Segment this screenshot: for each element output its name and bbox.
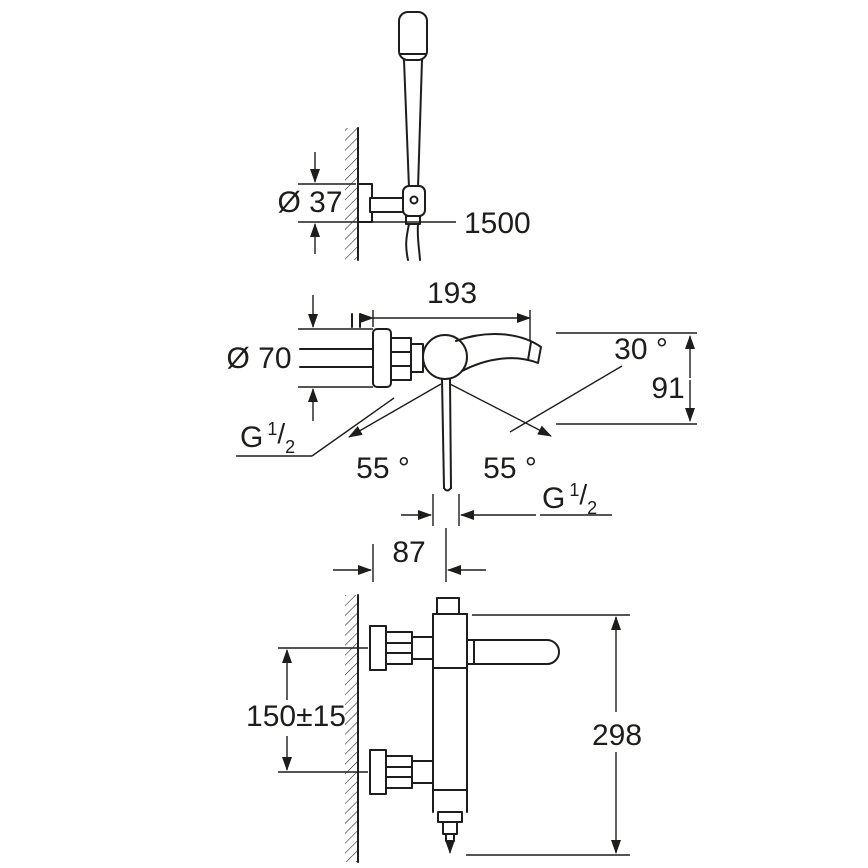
escutcheon-top	[369, 625, 387, 671]
dim-label-connection-spacing: 150±15	[246, 700, 346, 733]
inlet-step-top	[411, 636, 434, 660]
dim-label-spout-angle: 30 °	[614, 333, 668, 366]
angle-reference-line	[509, 365, 623, 433]
dim-connection-spacing: 150±15	[246, 647, 368, 773]
dim-rosette-diameter: Ø 70	[226, 295, 373, 421]
dim-label-swing-left: 55 °	[356, 452, 410, 485]
escutcheon	[372, 328, 392, 388]
outlet-flange	[437, 811, 463, 823]
dim-label-spout-projection: 193	[427, 277, 477, 310]
dim-label-rosette-diameter: Ø 70	[226, 342, 291, 375]
dim-spout-height: 91	[556, 332, 697, 425]
holder-clamp	[402, 185, 426, 217]
outlet-connector	[442, 821, 458, 835]
leader-line	[311, 397, 395, 457]
dim-spout-projection: 193	[360, 277, 531, 340]
swing-line-left	[348, 383, 442, 438]
shower-handle-right	[417, 59, 423, 189]
handle-end-cap	[443, 487, 452, 492]
dim-swing-angles: 55 ° 55 °	[356, 452, 537, 485]
handle-right-line	[449, 378, 452, 489]
union-nut-bottom	[385, 755, 413, 789]
dim-label-swing-right: 55 °	[483, 452, 537, 485]
swing-line-right	[449, 383, 552, 437]
shower-handle-left	[403, 59, 410, 189]
dim-label-holder-diameter: Ø 37	[277, 186, 342, 219]
dim-handle-offset: 87	[333, 528, 486, 582]
dim-hose-length: 1500	[464, 207, 531, 240]
hose-right	[416, 223, 421, 261]
inlet-step-bottom	[411, 760, 434, 784]
dim-label-total-height: 298	[592, 719, 642, 752]
hose-nut	[405, 215, 421, 225]
dim-label-spout-height: 91	[651, 372, 684, 405]
handle-left-line	[441, 378, 445, 489]
holder-arm	[369, 197, 407, 213]
hose-left	[405, 223, 410, 261]
dim-holder-diameter: Ø 37	[277, 152, 456, 254]
mixer-body	[422, 334, 468, 380]
side-view-mixer	[345, 594, 560, 863]
dim-spout-angle: 30 °	[509, 333, 668, 433]
dim-total-height: 298	[466, 614, 642, 856]
union-nut	[390, 337, 412, 381]
outlet-nipple	[445, 833, 455, 842]
spout	[455, 333, 542, 372]
escutcheon-bottom	[369, 749, 387, 795]
shower-head	[398, 11, 428, 61]
wall-hatching	[345, 595, 358, 862]
dim-label-handle-offset: 87	[392, 536, 425, 569]
top-view-hand-shower	[345, 11, 428, 261]
holder-screw	[409, 195, 419, 205]
lever-handle	[466, 639, 560, 665]
dim-label-hose-length: 1500	[464, 207, 531, 240]
front-view-mixer	[299, 313, 552, 492]
wall-hatching	[345, 128, 358, 260]
union-nut-top	[385, 631, 413, 665]
cartridge-cap	[436, 597, 460, 615]
aerator-line	[527, 341, 532, 361]
body-ring	[410, 343, 424, 373]
